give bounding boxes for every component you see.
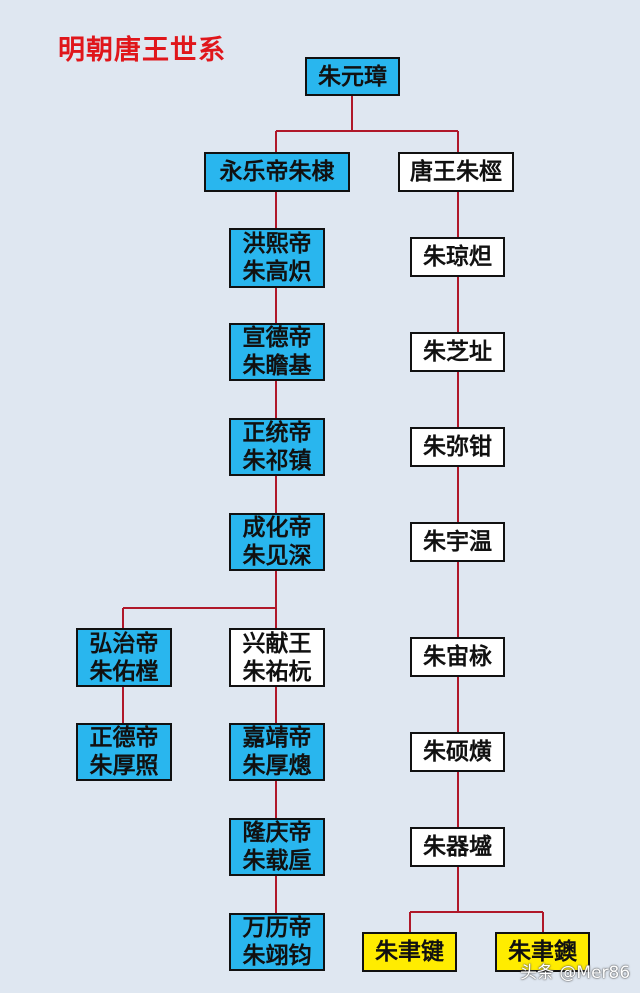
node-label-line: 朱聿鐭 <box>508 938 577 965</box>
node-label: 永乐帝朱棣 <box>220 158 335 186</box>
node-label-line: 朱琼炟 <box>423 243 492 270</box>
node-label-line: 朱宇温 <box>423 528 492 555</box>
node-jiajing-emperor: 嘉靖帝朱厚熜 <box>229 723 325 781</box>
node-label: 朱聿鐭 <box>508 938 577 966</box>
node-label: 朱器墭 <box>423 833 492 861</box>
node-label: 朱元璋 <box>318 63 387 91</box>
node-zhu-yujian: 朱聿键 <box>362 932 457 972</box>
node-label: 朱宇温 <box>423 528 492 556</box>
node-label: 朱芝址 <box>423 338 492 366</box>
node-label-line: 弘治帝 <box>89 629 159 657</box>
node-label-line: 宣德帝 <box>242 324 312 351</box>
node-label: 正德帝朱厚照 <box>90 724 159 780</box>
node-hongxi-emperor: 洪熙帝朱高炽 <box>229 228 325 288</box>
node-label-line: 隆庆帝 <box>242 819 312 846</box>
node-label: 万历帝朱翊钧 <box>243 914 312 970</box>
node-label-line: 朱宙栐 <box>423 643 492 670</box>
node-label: 宣德帝朱瞻基 <box>243 324 312 380</box>
node-label-line: 朱见深 <box>242 542 312 569</box>
node-label-line: 朱芝址 <box>423 338 492 365</box>
node-chenghua-emperor: 成化帝朱见深 <box>229 513 325 571</box>
node-label: 朱弥钳 <box>423 433 492 461</box>
node-zhengtong-emperor: 正统帝朱祁镇 <box>229 418 325 476</box>
node-label-line: 朱厚熜 <box>242 752 312 779</box>
node-label: 隆庆帝朱载垕 <box>243 819 312 875</box>
node-label-line: 朱元璋 <box>318 62 387 90</box>
node-label: 朱硕熿 <box>423 738 492 766</box>
node-label-line: 朱祐杬 <box>242 657 312 685</box>
node-label-line: 朱载垕 <box>242 847 312 874</box>
node-zhengde-emperor: 正德帝朱厚照 <box>76 723 172 781</box>
node-label-line: 朱翊钧 <box>242 942 312 969</box>
node-zhu-yuwen: 朱宇温 <box>410 522 505 562</box>
node-label: 朱琼炟 <box>423 243 492 271</box>
node-label-line: 正德帝 <box>89 724 159 751</box>
node-zhu-zhouyong: 朱宙栐 <box>410 637 505 677</box>
node-label-line: 朱瞻基 <box>242 352 312 379</box>
watermark: 头条 @Mer86 <box>520 963 631 983</box>
node-label-line: 洪熙帝 <box>242 230 312 257</box>
node-xuande-emperor: 宣德帝朱瞻基 <box>229 323 325 381</box>
node-label-line: 嘉靖帝 <box>242 724 312 751</box>
node-hongzhi-emperor: 弘治帝朱佑樘 <box>76 628 172 687</box>
node-label: 成化帝朱见深 <box>243 514 312 570</box>
node-label: 朱聿键 <box>375 938 444 966</box>
node-label-line: 朱硕熿 <box>423 738 492 765</box>
node-label-line: 朱佑樘 <box>89 657 159 685</box>
node-label-line: 正统帝 <box>242 419 312 446</box>
node-label: 唐王朱桱 <box>410 158 502 186</box>
node-zhu-miqian: 朱弥钳 <box>410 427 505 467</box>
node-zhu-qicheng: 朱器墭 <box>410 827 505 867</box>
node-zhu-zhizhi: 朱芝址 <box>410 332 505 372</box>
node-label-line: 唐王朱桱 <box>410 158 502 185</box>
node-label-line: 成化帝 <box>242 514 312 541</box>
node-label: 洪熙帝朱高炽 <box>243 230 312 286</box>
node-zhu-yuao: 朱聿鐭 <box>495 932 590 972</box>
node-label-line: 朱器墭 <box>423 833 492 860</box>
chart-title: 明朝唐王世系 <box>58 35 226 66</box>
node-wanli-emperor: 万历帝朱翊钧 <box>229 913 325 971</box>
node-zhu-qiongda: 朱琼炟 <box>410 237 505 277</box>
node-label: 正统帝朱祁镇 <box>243 419 312 475</box>
node-label-line: 兴献王 <box>242 629 312 657</box>
node-longqing-emperor: 隆庆帝朱载垕 <box>229 818 325 876</box>
node-label-line: 朱祁镇 <box>242 447 312 474</box>
node-label: 嘉靖帝朱厚熜 <box>243 724 312 780</box>
node-zhu-yuanzhang: 朱元璋 <box>305 57 400 96</box>
node-xingxian-prince: 兴献王朱祐杬 <box>229 628 325 687</box>
node-label-line: 朱聿键 <box>375 938 444 965</box>
node-label-line: 万历帝 <box>242 914 312 941</box>
node-label: 兴献王朱祐杬 <box>243 630 312 686</box>
node-label: 朱宙栐 <box>423 643 492 671</box>
node-label-line: 朱厚照 <box>89 752 159 779</box>
node-label: 弘治帝朱佑樘 <box>90 630 159 686</box>
node-yongle-emperor: 永乐帝朱棣 <box>204 152 350 192</box>
node-tang-prince-zhu-jing: 唐王朱桱 <box>398 152 514 192</box>
node-zhu-shuohuang: 朱硕熿 <box>410 732 505 772</box>
node-label-line: 朱高炽 <box>242 258 312 285</box>
node-label-line: 朱弥钳 <box>423 433 492 460</box>
node-label-line: 永乐帝朱棣 <box>219 158 335 185</box>
